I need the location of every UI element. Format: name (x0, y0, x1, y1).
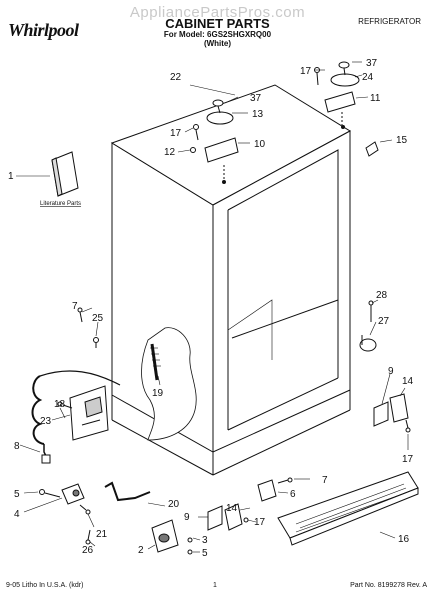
callout-37b: 37 (366, 58, 378, 69)
page-title: CABINET PARTS (165, 16, 270, 31)
power-cord-assembly (31, 370, 121, 464)
footer-page-number: 1 (213, 582, 217, 589)
callout-10: 10 (254, 139, 266, 150)
callout-16: 16 (398, 534, 410, 545)
part-20-tube (104, 481, 151, 502)
callout-1: 1 (8, 171, 14, 182)
callout-28: 28 (376, 290, 388, 301)
leader-lines (16, 61, 409, 553)
callout-3: 3 (202, 535, 208, 546)
callout-6: 6 (290, 489, 296, 500)
part-19-tube (150, 343, 161, 381)
callout-labels: 1 2 3 4 5 5 6 7 7 8 9 9 10 11 12 13 14 1… (8, 58, 414, 559)
callout-18: 18 (54, 399, 66, 410)
callout-9a: 9 (388, 366, 394, 377)
watermark: AppliancePartsPros.com (129, 4, 306, 21)
callout-19: 19 (152, 388, 164, 399)
callout-27: 27 (378, 316, 390, 327)
cutaway-section (141, 327, 197, 441)
literature-caption: Literature Parts (40, 201, 81, 207)
callout-2: 2 (138, 545, 144, 556)
upper-hinge-right (314, 61, 360, 129)
callout-12: 12 (164, 147, 176, 158)
brand-logo: Whirlpool (8, 20, 79, 40)
callout-25: 25 (92, 313, 104, 324)
part-1-literature (51, 151, 79, 197)
callout-26: 26 (82, 545, 94, 556)
lower-left-hinge (39, 483, 91, 545)
callout-14a: 14 (402, 376, 414, 387)
left-screws (77, 307, 99, 348)
callout-24: 24 (362, 72, 374, 83)
callout-37a: 37 (250, 93, 262, 104)
color-line: (White) (203, 39, 232, 48)
part-28-27-roller (359, 300, 377, 352)
callout-7b: 7 (322, 475, 328, 486)
part-15-clip (365, 141, 379, 157)
lower-hinge-right (373, 393, 411, 433)
callout-23: 23 (40, 416, 52, 427)
callout-21: 21 (96, 529, 108, 540)
callout-20: 20 (168, 499, 180, 510)
upper-hinge-center (190, 99, 239, 184)
callout-4: 4 (14, 509, 20, 520)
callout-5a: 5 (14, 489, 20, 500)
part-16-base-grille (277, 471, 419, 546)
callout-17d: 17 (254, 517, 266, 528)
callout-13: 13 (252, 109, 264, 120)
callout-9b: 9 (184, 512, 190, 523)
callout-15: 15 (396, 135, 408, 146)
model-line: For Model: 6GS2SHGXRQ00 (163, 30, 272, 39)
callout-22: 22 (170, 72, 182, 83)
callout-7a: 7 (72, 301, 78, 312)
lower-center-hinge (151, 519, 193, 555)
lower-center-brackets (207, 503, 249, 531)
part-6-7 (257, 477, 293, 502)
callout-17b: 17 (170, 128, 182, 139)
category-label: REFRIGERATOR (358, 17, 421, 26)
callout-11: 11 (370, 93, 381, 104)
callout-14b: 14 (226, 503, 238, 514)
footer-part-number: Part No. 8199278 Rev. A (350, 582, 427, 589)
footer-print-info: 9-05 Litho In U.S.A. (kdr) (6, 582, 84, 589)
callout-8: 8 (14, 441, 20, 452)
callout-17c: 17 (402, 454, 414, 465)
callout-17a: 17 (300, 66, 312, 77)
callout-5b: 5 (202, 548, 208, 559)
